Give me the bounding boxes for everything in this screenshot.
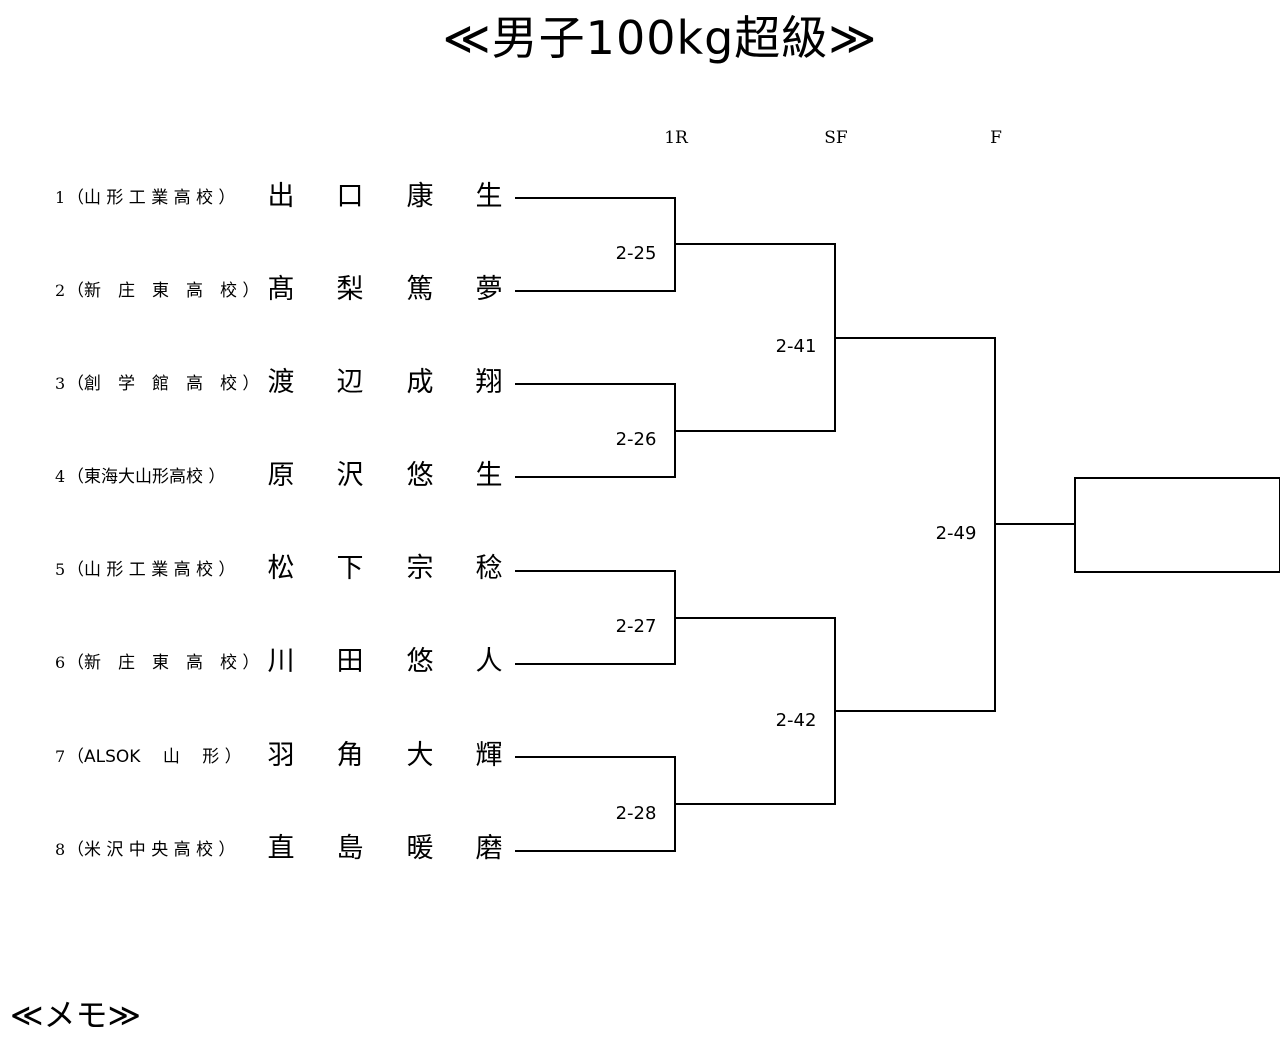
seed-number: 5 [55, 560, 66, 579]
athlete-name-char: 沢 [336, 460, 364, 491]
seed-number: 7 [55, 747, 66, 766]
match-number: 2-41 [775, 336, 817, 357]
athlete-name-char: 角 [336, 740, 364, 771]
match-number: 2-28 [615, 803, 657, 824]
school-name: （ALSOK 山 形 ） [67, 747, 242, 767]
athlete-name-char: 成 [406, 367, 434, 398]
athlete-name-char: 原 [267, 460, 295, 491]
bracket-line [515, 290, 676, 292]
match-number: 2-49 [935, 523, 977, 544]
athlete-name-char: 田 [336, 646, 364, 677]
entry: 5 （山 形 工 業 高 校 ） 松 下 宗 稔 [0, 550, 520, 590]
seed-number: 3 [55, 374, 66, 393]
bracket-line [515, 850, 676, 852]
bracket-line [674, 243, 836, 245]
athlete-name-char: 大 [406, 740, 434, 771]
match-number: 2-42 [775, 710, 817, 731]
match-number: 2-26 [615, 429, 657, 450]
athlete-name-char: 直 [267, 833, 295, 864]
match-number: 2-25 [615, 243, 657, 264]
school-name: （東海大山形高校 ） [67, 467, 226, 487]
bracket-line [834, 337, 996, 339]
athlete-name-char: 康 [406, 181, 434, 212]
bracket-line [515, 570, 676, 572]
bracket-line [515, 756, 676, 758]
athlete-name-char: 稔 [475, 553, 503, 584]
athlete-name-char: 夢 [475, 274, 503, 305]
bracket-line [515, 383, 676, 385]
athlete-name-char: 磨 [475, 833, 503, 864]
school-name: （創 学 館 高 校 ） [67, 374, 260, 394]
athlete-name-char: 宗 [406, 553, 434, 584]
athlete-name-char: 辺 [336, 367, 364, 398]
seed-number: 6 [55, 653, 66, 672]
entry: 6 （新 庄 東 高 校 ） 川 田 悠 人 [0, 643, 520, 683]
round-label-f: F [990, 128, 1002, 148]
athlete-name-char: 翔 [475, 367, 503, 398]
bracket-line [515, 197, 676, 199]
memo-heading: ≪メモ≫ [10, 996, 142, 1034]
entry: 2 （新 庄 東 高 校 ） 髙 梨 篤 夢 [0, 271, 520, 311]
entry: 1 （山 形 工 業 高 校 ） 出 口 康 生 [0, 178, 520, 218]
bracket-line [674, 617, 836, 619]
athlete-name-char: 輝 [475, 740, 503, 771]
athlete-name-char: 悠 [406, 460, 434, 491]
athlete-name-char: 髙 [267, 274, 295, 305]
entry: 4 （東海大山形高校 ） 原 沢 悠 生 [0, 457, 520, 497]
athlete-name-char: 人 [475, 646, 503, 677]
athlete-name-char: 下 [336, 553, 364, 584]
school-name: （新 庄 東 高 校 ） [67, 653, 260, 673]
athlete-name-char: 松 [267, 553, 295, 584]
athlete-name-char: 生 [475, 460, 503, 491]
athlete-name-char: 口 [336, 181, 364, 212]
entry: 7 （ALSOK 山 形 ） 羽 角 大 輝 [0, 737, 520, 777]
match-number: 2-27 [615, 616, 657, 637]
round-label-1r: 1R [664, 128, 688, 148]
seed-number: 8 [55, 840, 66, 859]
bracket-line [994, 523, 1075, 525]
bracket-line [834, 710, 996, 712]
bracket-line [515, 476, 676, 478]
athlete-name-char: 渡 [267, 367, 295, 398]
seed-number: 2 [55, 281, 66, 300]
seed-number: 1 [55, 188, 66, 207]
entry: 8 （米 沢 中 央 高 校 ） 直 島 暖 磨 [0, 830, 520, 870]
round-label-sf: SF [824, 128, 848, 148]
school-name: （山 形 工 業 高 校 ） [67, 560, 236, 580]
bracket-line [515, 663, 676, 665]
entry: 3 （創 学 館 高 校 ） 渡 辺 成 翔 [0, 364, 520, 404]
bracket-line [674, 430, 836, 432]
athlete-name-char: 悠 [406, 646, 434, 677]
athlete-name-char: 生 [475, 181, 503, 212]
athlete-name-char: 羽 [267, 740, 295, 771]
athlete-name-char: 梨 [336, 274, 364, 305]
athlete-name-char: 出 [267, 181, 295, 212]
winner-box [1074, 477, 1280, 573]
athlete-name-char: 川 [267, 646, 295, 677]
school-name: （米 沢 中 央 高 校 ） [67, 840, 236, 860]
bracket-line [674, 803, 836, 805]
athlete-name-char: 暖 [406, 833, 434, 864]
school-name: （山 形 工 業 高 校 ） [67, 188, 236, 208]
athlete-name-char: 島 [336, 833, 364, 864]
school-name: （新 庄 東 高 校 ） [67, 281, 260, 301]
page-title: ≪男子100kg超級≫ [442, 11, 878, 65]
seed-number: 4 [55, 467, 66, 486]
athlete-name-char: 篤 [406, 274, 434, 305]
